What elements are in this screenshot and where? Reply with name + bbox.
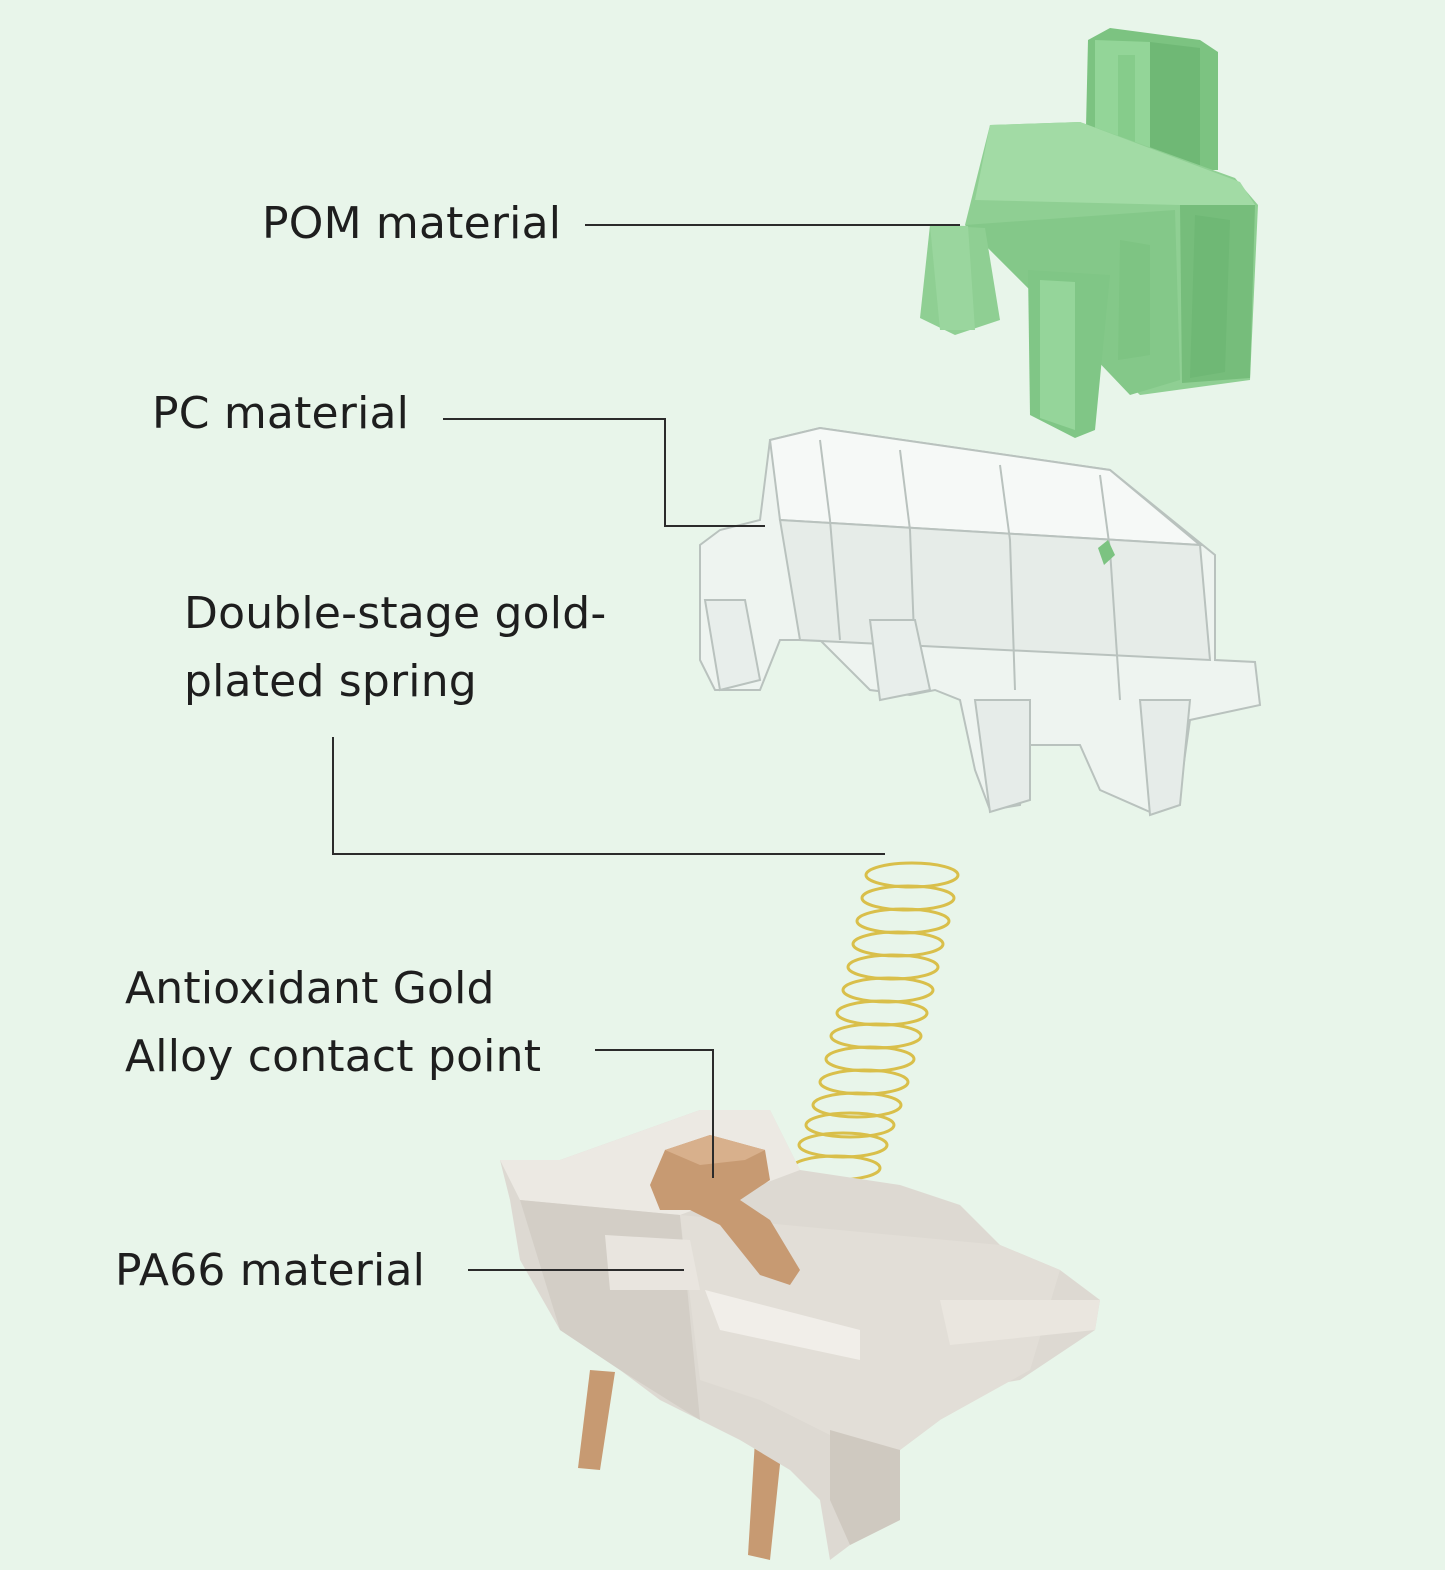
contact-label-line-1: Antioxidant Gold bbox=[125, 963, 495, 1014]
bottom-housing-part bbox=[500, 1110, 1100, 1560]
stem-part bbox=[920, 28, 1258, 438]
spring-leader-line bbox=[332, 737, 885, 855]
contact-leader-line bbox=[595, 1049, 714, 1178]
contact-label-line-2: Alloy contact point bbox=[125, 1031, 542, 1082]
top-housing-part bbox=[699, 426, 1262, 817]
spring-label: Double-stage gold- plated spring bbox=[184, 580, 606, 716]
leader-lines bbox=[332, 224, 960, 1271]
pc-leader-line bbox=[443, 418, 765, 527]
contact-point-label: Antioxidant Gold Alloy contact point bbox=[125, 955, 541, 1091]
pc-material-label: PC material bbox=[152, 388, 410, 439]
spring-label-line-1: Double-stage gold- bbox=[184, 588, 607, 639]
pom-material-label: POM material bbox=[262, 198, 562, 249]
spring-label-line-2: plated spring bbox=[184, 656, 477, 707]
pa66-material-label: PA66 material bbox=[115, 1245, 426, 1296]
